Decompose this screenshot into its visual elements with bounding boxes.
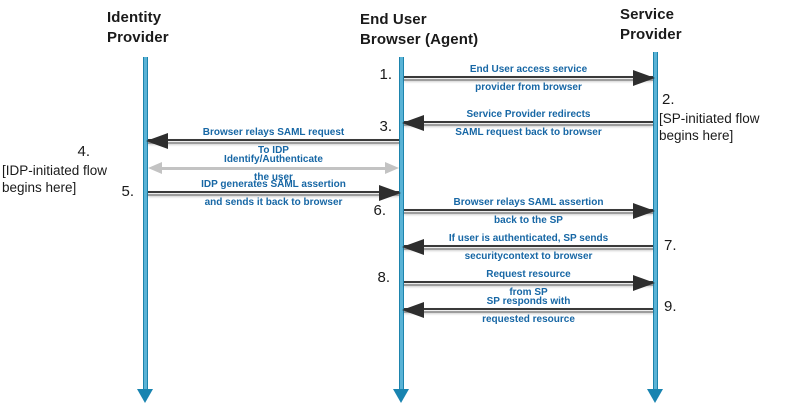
step-number-2: 2. [662, 91, 675, 108]
message-label: Service Provider redirects [466, 109, 591, 120]
arrow-line [404, 70, 655, 86]
message-7-arrow: If user is authenticated, SP sends secur… [402, 233, 653, 265]
arrow-line [146, 133, 399, 149]
message-label: provider from browser [475, 82, 582, 93]
arrow-line [402, 115, 653, 131]
arrowhead-right-icon [633, 70, 655, 86]
arrow-down-icon [137, 389, 153, 403]
arrowhead-right-icon [379, 185, 401, 201]
message-3-arrow: Browser relays SAML request To IDP [146, 127, 399, 159]
arrowhead-right-icon [633, 275, 655, 291]
actor-label-service-provider: Service Provider [620, 5, 682, 45]
step-number-9: 9. [664, 298, 677, 315]
arrowhead-left-icon [146, 133, 168, 149]
message-label: End User access service [469, 64, 588, 75]
annotation-line: [IDP-initiated flow [2, 163, 108, 178]
arrow-down-icon [393, 389, 409, 403]
message-label: Request resource [486, 269, 571, 280]
step-number-1: 1. [379, 66, 392, 83]
message-label: from SP [509, 287, 548, 298]
actor-line: Provider [107, 29, 169, 46]
arrowhead-left-icon [402, 239, 424, 255]
arrowhead-left-icon [402, 115, 424, 131]
message-6-arrow: Browser relays SAML assertion back to th… [404, 197, 655, 229]
message-label: back to the SP [494, 215, 563, 226]
message-label: Browser relays SAML assertion [453, 197, 604, 208]
arrowhead-right-icon [633, 203, 655, 219]
message-8-arrow: Request resource from SP [404, 269, 655, 301]
message-label: SAML request back to browser [455, 127, 602, 138]
message-label: and sends it back to browser [204, 197, 343, 208]
message-label: If user is authenticated, SP sends [448, 233, 609, 244]
actor-line: End User [360, 11, 427, 28]
message-2-arrow: Service Provider redirects SAML request … [402, 109, 653, 141]
message-label: requested resource [482, 314, 575, 325]
message-4-arrow: Identify/Authenticate the user [148, 154, 399, 186]
actor-label-identity-provider: Identity Provider [107, 8, 169, 48]
arrowhead-left-icon [402, 302, 424, 318]
step-number-6: 6. [373, 202, 386, 219]
lifeline-identity-provider [143, 57, 148, 390]
step-number-7: 7. [664, 237, 677, 254]
arrow-line [148, 185, 401, 201]
message-label: SP responds with [486, 296, 571, 307]
lifeline-end-user-browser [399, 57, 404, 390]
annotation-line: begins here] [659, 128, 734, 143]
arrowhead-right-icon [385, 162, 399, 174]
actor-line: Service [620, 6, 675, 23]
message-label: Identify/Authenticate [224, 154, 323, 165]
annotation-sp-initiated-flow: [SP-initiated flow begins here] [659, 110, 760, 144]
message-label: securitycontext to browser [464, 251, 593, 262]
arrow-line [402, 302, 653, 318]
arrow-line [404, 203, 655, 219]
message-5-arrow: IDP generates SAML assertion and sends i… [148, 179, 401, 211]
annotation-idp-initiated-flow: [IDP-initiated flow begins here] [2, 162, 107, 196]
arrow-line [404, 275, 655, 291]
message-label: the user [254, 172, 293, 183]
arrow-line [402, 239, 653, 255]
message-label: Browser relays SAML request [202, 127, 345, 138]
arrowhead-left-icon [148, 162, 162, 174]
message-label: To IDP [258, 145, 289, 156]
message-9-arrow: SP responds with requested resource [402, 296, 653, 328]
actor-line: Provider [620, 26, 682, 43]
step-number-4: 4. [77, 143, 90, 160]
arrow-line-gray [148, 162, 399, 174]
arrow-down-icon [647, 389, 663, 403]
actor-line: Identity [107, 9, 162, 26]
annotation-line: [SP-initiated flow [659, 111, 760, 126]
lifeline-service-provider [653, 52, 658, 390]
step-number-3: 3. [379, 118, 392, 135]
message-label: IDP generates SAML assertion [201, 179, 346, 190]
step-number-5: 5. [121, 183, 134, 200]
actor-label-end-user-browser: End User Browser (Agent) [360, 10, 478, 50]
actor-line: Browser (Agent) [360, 31, 479, 48]
message-1-arrow: End User access service provider from br… [404, 64, 655, 96]
annotation-line: begins here] [2, 180, 77, 195]
step-number-8: 8. [377, 269, 390, 286]
